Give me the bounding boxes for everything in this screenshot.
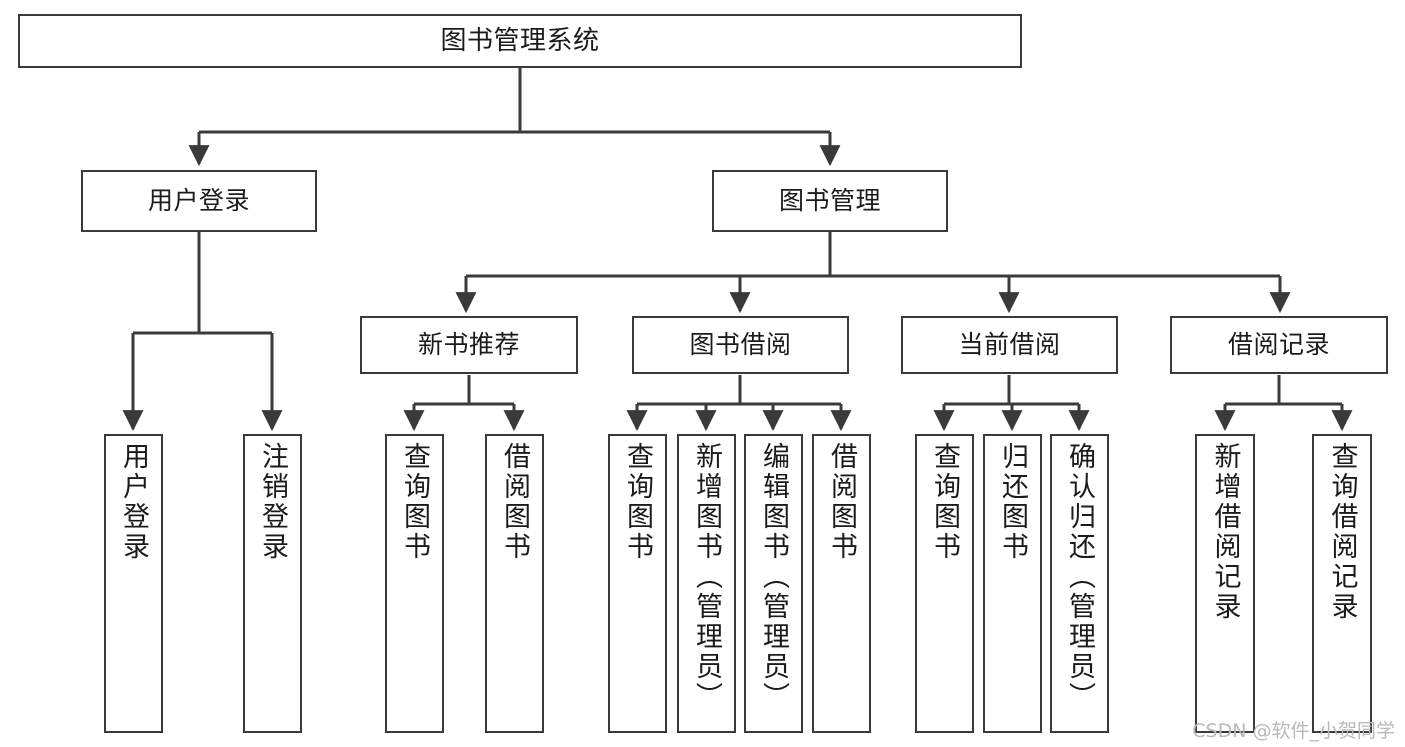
node-label: 图书借阅 [689,330,792,360]
node-book-manage[interactable]: 图书管理 [712,170,948,232]
node-label: 查询借阅记录 [1326,442,1358,622]
leaf-borrow-book-1[interactable]: 借阅图书 [485,434,544,733]
node-label: 借阅记录 [1227,330,1330,360]
leaf-query-book-1[interactable]: 查询图书 [385,434,444,733]
node-label: 用户登录 [118,442,149,562]
node-label: 用户登录 [147,186,250,216]
node-label: 图书管理系统 [440,25,600,56]
leaf-user-logout[interactable]: 注销登录 [243,434,302,733]
leaf-confirm-return[interactable]: 确认归还（管理员） [1050,434,1109,733]
leaf-edit-book[interactable]: 编辑图书（管理员） [744,434,803,733]
node-label: 编辑图书（管理员） [758,442,789,712]
node-current-borrow[interactable]: 当前借阅 [901,316,1118,374]
node-label: 新书推荐 [417,330,520,360]
node-label: 借阅图书 [826,442,857,562]
leaf-query-record[interactable]: 查询借阅记录 [1312,434,1372,733]
node-label: 当前借阅 [958,330,1061,360]
leaf-query-book-3[interactable]: 查询图书 [915,434,974,733]
node-label: 新增借阅记录 [1209,442,1241,622]
node-user-login[interactable]: 用户登录 [81,170,317,232]
node-new-book-recommend[interactable]: 新书推荐 [360,316,578,374]
leaf-add-book[interactable]: 新增图书（管理员） [677,434,736,733]
node-label: 注销登录 [257,442,288,562]
node-label: 借阅图书 [499,442,530,562]
node-label: 查询图书 [929,442,960,562]
node-label: 查询图书 [622,442,653,562]
leaf-query-book-2[interactable]: 查询图书 [608,434,667,733]
node-label: 确认归还（管理员） [1064,442,1095,712]
node-label: 归还图书 [997,442,1028,562]
leaf-user-login[interactable]: 用户登录 [104,434,163,733]
node-label: 图书管理 [778,186,881,216]
node-book-borrow[interactable]: 图书借阅 [632,316,849,374]
node-label: 查询图书 [399,442,430,562]
leaf-borrow-book-2[interactable]: 借阅图书 [812,434,871,733]
node-borrow-record[interactable]: 借阅记录 [1170,316,1388,374]
node-root-system[interactable]: 图书管理系统 [18,14,1022,68]
node-label: 新增图书（管理员） [691,442,722,712]
leaf-add-record[interactable]: 新增借阅记录 [1195,434,1255,733]
leaf-return-book[interactable]: 归还图书 [983,434,1042,733]
